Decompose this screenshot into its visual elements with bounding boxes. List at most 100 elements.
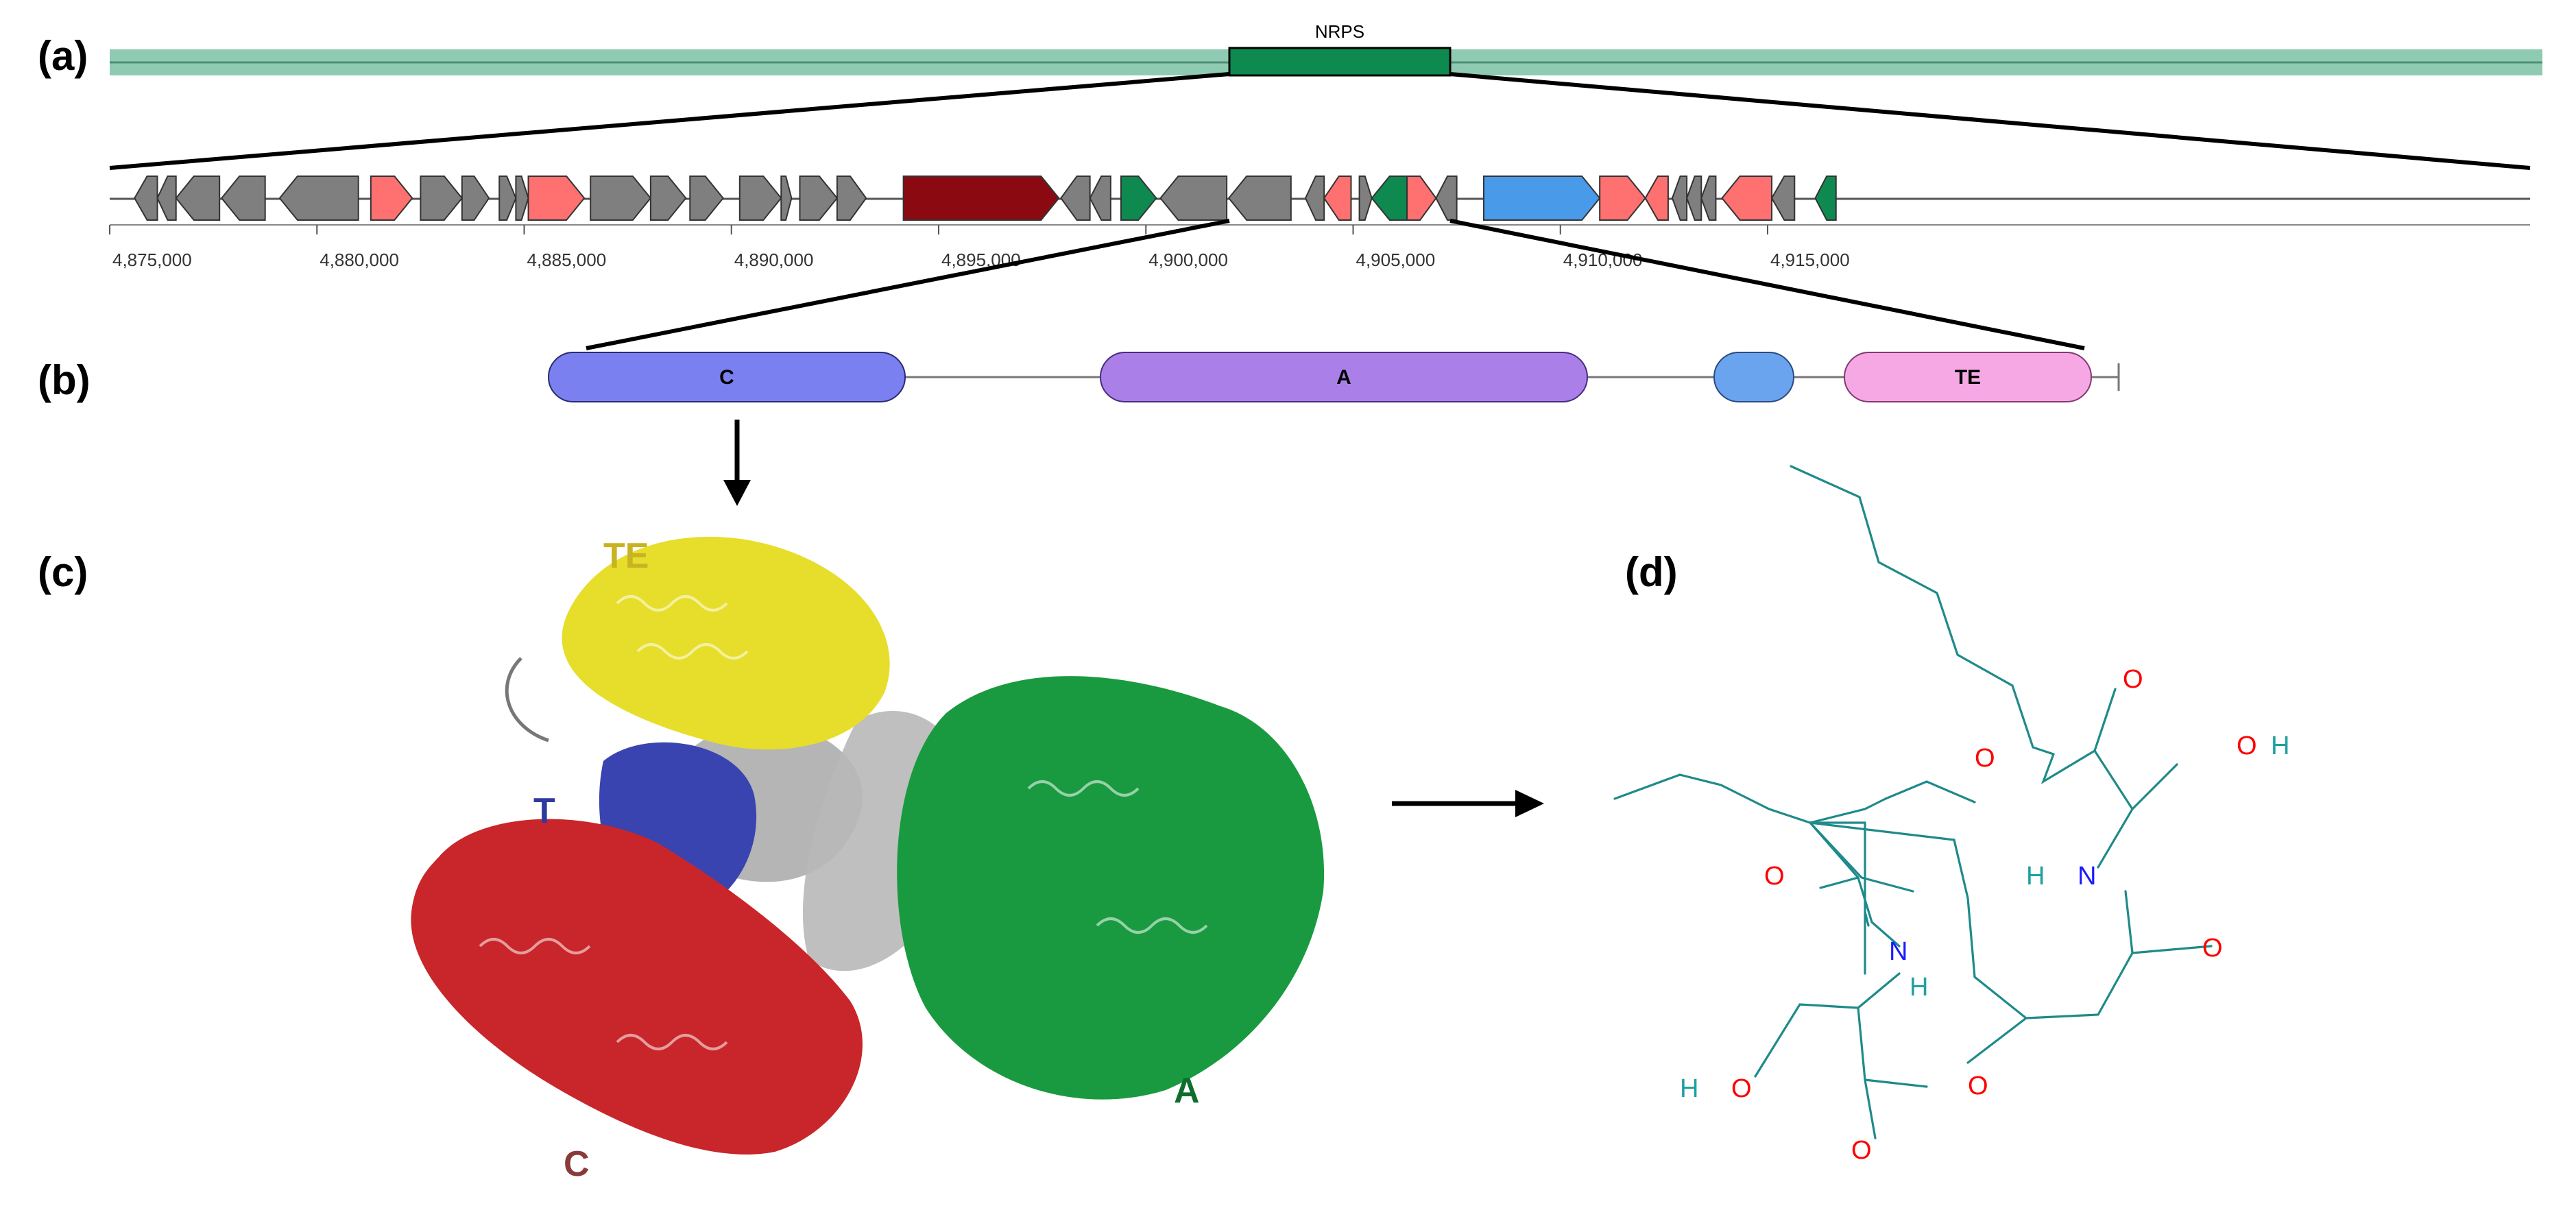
atom-hydrogen-nh-left: H bbox=[1910, 973, 1928, 1002]
ring-bond-bottom-left bbox=[1857, 972, 1928, 1088]
axis-tick-label: 4,895,000 bbox=[941, 250, 1021, 270]
lipid-chain-top bbox=[1790, 465, 2055, 756]
atom-oxygen-carbonyl-top: O bbox=[2123, 665, 2143, 694]
c-domain-structure bbox=[411, 819, 863, 1155]
ring-bond-top-right bbox=[2041, 749, 2134, 869]
ring-bond-right bbox=[2124, 890, 2213, 954]
domain-zoom-line-left bbox=[586, 219, 1230, 350]
nrps-region-box[interactable] bbox=[1228, 47, 1452, 77]
genome-overview: NRPS bbox=[110, 21, 2542, 77]
domain-a-label: A bbox=[1336, 366, 1351, 389]
te-domain-structure bbox=[562, 536, 890, 750]
domain-c[interactable] bbox=[548, 352, 906, 402]
ring-bond-ch2-oh bbox=[2131, 763, 2178, 810]
atom-oxygen-carbonyl-left: O bbox=[1764, 862, 1785, 891]
ring-bond-carbonyl-bottom bbox=[1864, 1078, 1877, 1139]
zoom-line-left bbox=[109, 72, 1230, 170]
domain-zoom-line-right bbox=[1449, 219, 2085, 350]
ring-bond-amide-left bbox=[1809, 821, 1873, 924]
gene-arrow-other[interactable] bbox=[799, 176, 839, 221]
domain-te[interactable] bbox=[1844, 352, 2092, 402]
gene-arrow-other[interactable] bbox=[1227, 176, 1292, 221]
protein-label-c: C bbox=[564, 1144, 590, 1184]
gene-arrow-other[interactable] bbox=[156, 176, 177, 221]
atom-hydrogen-hydroxyl-bottom: H bbox=[1680, 1074, 1698, 1103]
gene-arrow-other[interactable] bbox=[836, 176, 867, 221]
gene-arrow-transport[interactable] bbox=[1599, 176, 1646, 221]
gene-arrow-transport[interactable] bbox=[370, 176, 413, 221]
gene-arrow-other[interactable] bbox=[220, 176, 266, 221]
panel-label-c: (c) bbox=[38, 549, 88, 595]
gene-arrow-other[interactable] bbox=[1089, 176, 1111, 221]
gene-arrow-other[interactable] bbox=[738, 176, 782, 221]
gene-arrow-transport[interactable] bbox=[1323, 176, 1352, 221]
ring-bond-carbonyl-left bbox=[1819, 876, 1859, 889]
stub-bond bbox=[1864, 910, 1870, 927]
ring-bond-ester-top bbox=[1884, 780, 1976, 804]
ring-bond-chain bbox=[1809, 821, 1866, 975]
gene-arrow-transport[interactable] bbox=[1644, 176, 1669, 221]
gene-arrow-other[interactable] bbox=[278, 176, 359, 221]
gene-arrow-other[interactable] bbox=[420, 176, 464, 221]
gene-arrow-other[interactable] bbox=[1770, 176, 1796, 221]
nrps-label: NRPS bbox=[1315, 21, 1364, 42]
panel-label-d: (d) bbox=[1625, 549, 1678, 595]
te-loop bbox=[505, 657, 549, 743]
panel-label-b: (b) bbox=[38, 357, 91, 403]
axis-tick-label: 4,905,000 bbox=[1356, 250, 1436, 270]
gene-arrow-other[interactable] bbox=[590, 176, 652, 221]
gene-arrow-other[interactable] bbox=[134, 176, 158, 221]
helix-texture bbox=[479, 595, 1208, 1050]
protein-structure-cartoon: TE T C A bbox=[411, 536, 1325, 1184]
axis-tick-label: 4,880,000 bbox=[320, 250, 399, 270]
axis-tick-label: 4,890,000 bbox=[734, 250, 814, 270]
ring-bond-bottom bbox=[1809, 821, 2134, 1019]
protein-label-t: T bbox=[533, 791, 555, 831]
gene-arrow-other[interactable] bbox=[1159, 176, 1228, 221]
atom-oxygen-carbonyl-bottom: O bbox=[1851, 1136, 1872, 1165]
ring-bond-nh-left bbox=[1870, 921, 1901, 948]
atom-hydrogen-nh-right: H bbox=[2026, 862, 2045, 891]
domain-t[interactable] bbox=[1713, 352, 1794, 402]
gene-arrow-other[interactable] bbox=[1671, 176, 1688, 221]
gene-arrow-other[interactable] bbox=[1686, 176, 1702, 221]
gene-arrow-other[interactable] bbox=[515, 176, 529, 221]
panel-label-a: (a) bbox=[38, 33, 88, 79]
gene-arrow-other[interactable] bbox=[498, 176, 517, 221]
arrow-right bbox=[1392, 790, 1544, 817]
lipid-chain-left bbox=[1613, 773, 1811, 824]
atom-oxygen-hydroxyl-top: O bbox=[2237, 732, 2257, 760]
gene-arrow-regulatory[interactable] bbox=[1120, 176, 1157, 221]
atom-oxygen-carbonyl-right: O bbox=[2202, 934, 2223, 963]
gene-arrow-regulatory[interactable] bbox=[1814, 176, 1837, 221]
gene-arrow-biosynthetic[interactable] bbox=[1482, 176, 1601, 221]
gene-arrow-other[interactable] bbox=[649, 176, 687, 221]
gene-arrow-other[interactable] bbox=[1358, 176, 1373, 221]
atom-oxygen-ester-bottom: O bbox=[1968, 1072, 1988, 1100]
gene-arrow-nrps[interactable] bbox=[902, 176, 1060, 221]
gene-arrow-transport[interactable] bbox=[1406, 176, 1437, 221]
chemical-structure: O O O H H N O O N H O H O O bbox=[1613, 465, 2289, 1165]
gene-arrow-regulatory[interactable] bbox=[1371, 176, 1408, 221]
domain-a[interactable] bbox=[1100, 352, 1588, 402]
atom-hydrogen-hydroxyl-top: H bbox=[2271, 732, 2289, 760]
gene-arrow-other[interactable] bbox=[1435, 176, 1458, 221]
atom-oxygen-ring: O bbox=[1975, 744, 1995, 773]
domain-c-label: C bbox=[719, 366, 734, 389]
arrow-down bbox=[723, 420, 751, 506]
domain-architecture: C A TE bbox=[548, 352, 2120, 402]
protein-label-a: A bbox=[1174, 1071, 1200, 1111]
gene-arrow-other[interactable] bbox=[780, 176, 793, 221]
gene-arrow-other[interactable] bbox=[1304, 176, 1325, 221]
ring-bond-carbonyl-top bbox=[2093, 688, 2117, 752]
gene-arrow-other[interactable] bbox=[1700, 176, 1717, 221]
zoom-line-right bbox=[1449, 72, 2531, 170]
gene-arrow-other[interactable] bbox=[1060, 176, 1091, 221]
gene-arrow-other[interactable] bbox=[689, 176, 724, 221]
domain-te-label: TE bbox=[1955, 366, 1981, 389]
gene-arrow-transport[interactable] bbox=[1721, 176, 1773, 221]
gene-arrow-other[interactable] bbox=[461, 176, 490, 221]
gene-arrow-other[interactable] bbox=[175, 176, 221, 221]
gene-arrow-transport[interactable] bbox=[527, 176, 586, 221]
